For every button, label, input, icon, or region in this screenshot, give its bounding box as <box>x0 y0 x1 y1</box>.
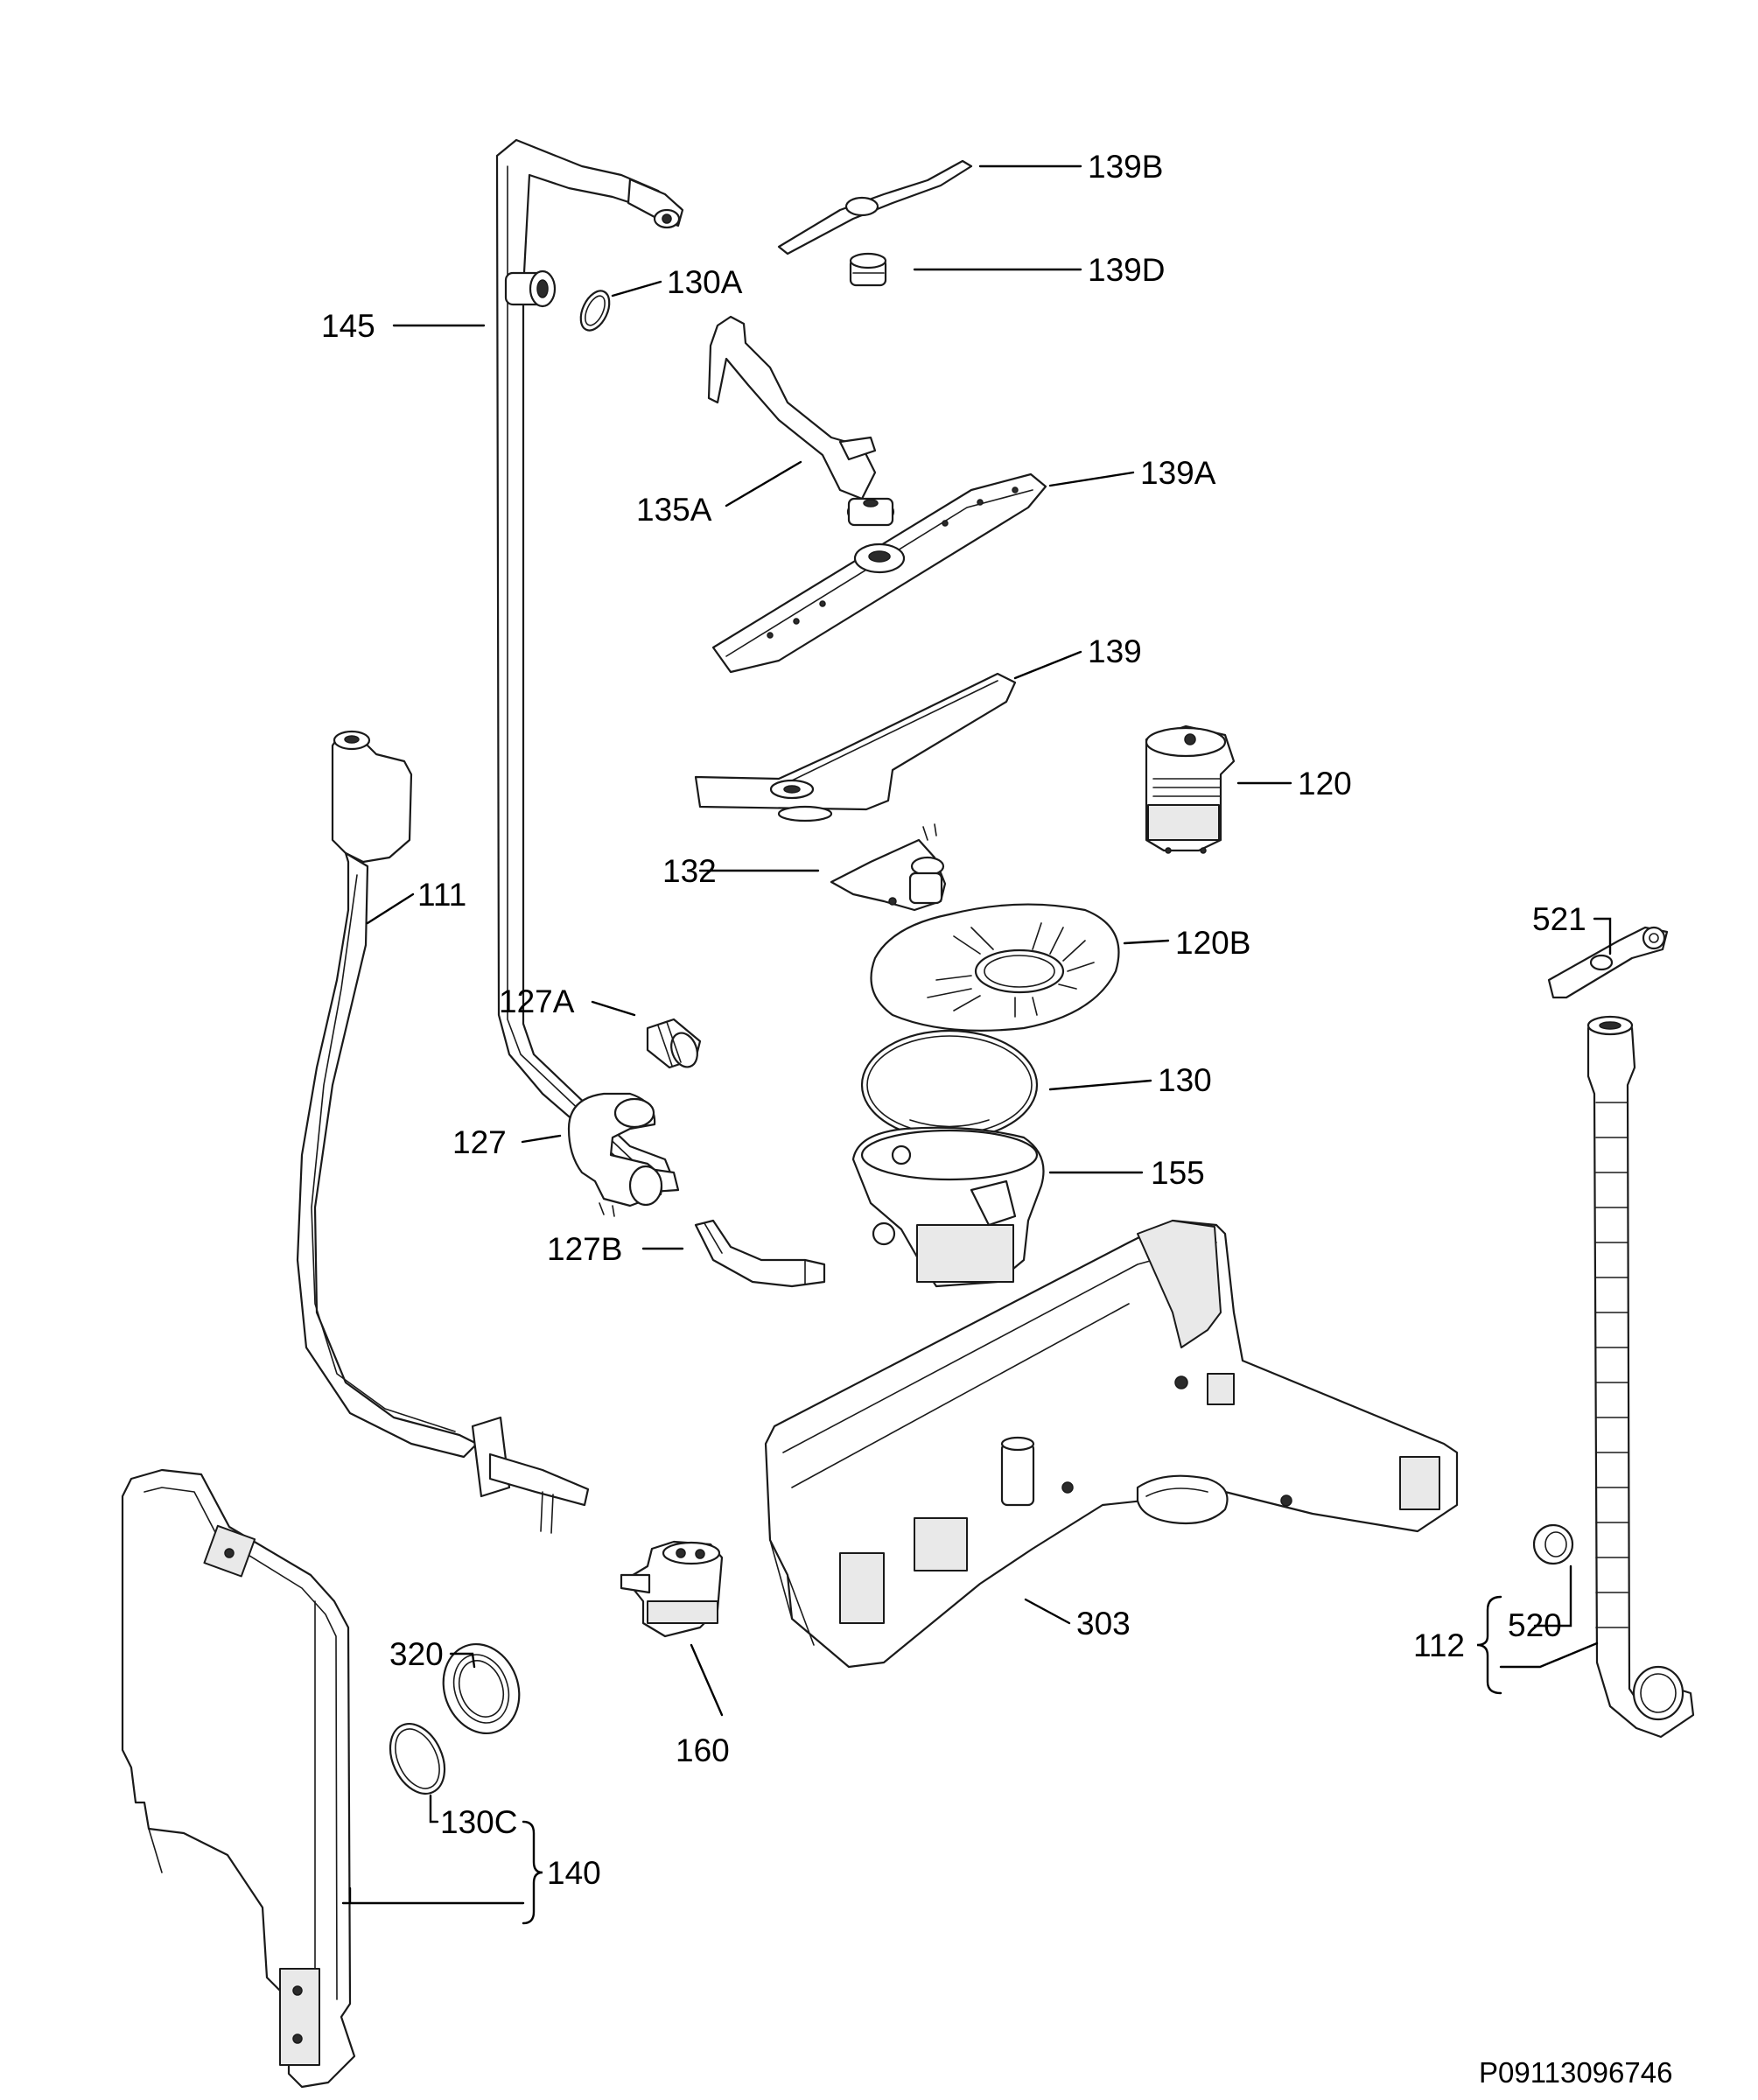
part-139-lower-spray-arm <box>694 672 1017 822</box>
part-303-base-tray <box>764 1219 1459 1669</box>
label-132: 132 <box>662 853 717 889</box>
label-130A: 130A <box>667 264 743 300</box>
part-111-inlet-hose <box>296 730 590 1534</box>
diagram-code: P09113096746 <box>1479 2056 1672 2089</box>
label-139B: 139B <box>1088 149 1163 185</box>
label-127A: 127A <box>499 984 575 1019</box>
part-140-side-cover <box>121 1468 356 2089</box>
part-130A-o-ring <box>579 290 611 332</box>
label-135A: 135A <box>636 492 712 528</box>
part-130C-o-ring <box>389 1723 446 1795</box>
label-139D: 139D <box>1088 252 1165 288</box>
part-135A-spray-arm-holder <box>707 315 895 527</box>
label-520: 520 <box>1508 1607 1562 1643</box>
label-120: 120 <box>1298 766 1352 802</box>
label-130: 130 <box>1158 1062 1212 1098</box>
label-127: 127 <box>452 1124 507 1160</box>
part-160-drain-pump <box>620 1540 724 1638</box>
part-120B-micro-filter <box>870 903 1120 1032</box>
part-139B-top-spray-arm <box>777 159 973 256</box>
label-145: 145 <box>321 308 375 344</box>
label-320: 320 <box>389 1636 444 1672</box>
part-520-hose-clamp <box>1532 1523 1574 1565</box>
label-140: 140 <box>547 1855 601 1891</box>
part-127-elbow-pipe <box>567 1092 663 1217</box>
part-127B-short-hose <box>694 1219 826 1288</box>
part-130-sump-gasket <box>860 1029 1039 1141</box>
label-111: 111 <box>417 877 466 913</box>
label-120B: 120B <box>1175 925 1250 961</box>
part-127A-hose-connector <box>646 1018 702 1069</box>
label-127B: 127B <box>547 1231 622 1267</box>
part-139D-spray-arm-nut <box>849 252 887 287</box>
part-112-drain-hose <box>1586 1015 1695 1739</box>
part-139A-middle-spray-arm <box>711 472 1047 674</box>
label-130C: 130C <box>440 1804 517 1840</box>
part-320-seal-ring <box>442 1642 521 1735</box>
leader-lines <box>348 164 1612 1905</box>
label-139: 139 <box>1088 634 1142 669</box>
label-303: 303 <box>1076 1606 1131 1642</box>
label-160: 160 <box>676 1732 730 1768</box>
callout-labels: 139B 139D 130A 145 135A 139A 139 120 111… <box>321 149 1586 1891</box>
brace-112 <box>1476 1595 1502 1695</box>
label-112: 112 <box>1413 1628 1465 1663</box>
part-120-filter <box>1145 724 1236 854</box>
label-139A: 139A <box>1140 455 1216 491</box>
part-155-sump <box>851 1126 1045 1288</box>
label-155: 155 <box>1151 1155 1205 1191</box>
label-521: 521 <box>1532 901 1586 937</box>
brace-140 <box>341 1820 543 1925</box>
part-132-arm-support <box>830 823 947 912</box>
part-521-hose-clip <box>1547 926 1669 999</box>
